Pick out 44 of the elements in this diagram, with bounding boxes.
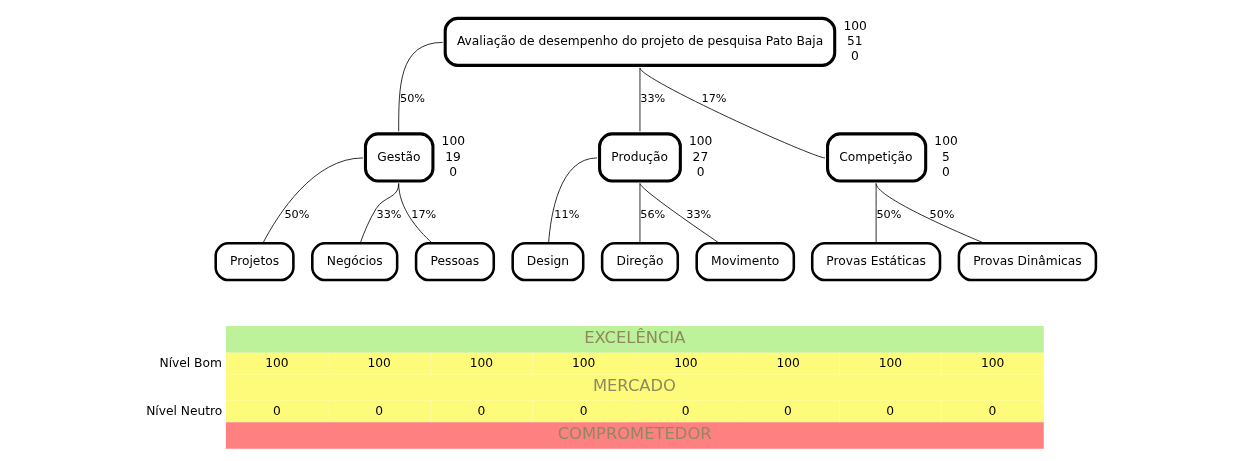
edge-label: 50% (876, 207, 902, 221)
label: 0 (681, 403, 690, 418)
edge-label: 50% (400, 91, 425, 105)
edge-label: 17% (411, 207, 437, 221)
label: 0 (272, 403, 281, 418)
node-label: 100 (441, 134, 466, 149)
node-label: 100 (843, 18, 867, 33)
edge-label: 33% (686, 207, 712, 221)
edge-label: 50% (929, 207, 955, 221)
label: 100 (469, 355, 494, 370)
node-label: 19 (445, 149, 461, 164)
node-label: 0 (696, 164, 705, 179)
label: 0 (477, 403, 486, 418)
label: 100 (265, 355, 289, 370)
label: 0 (375, 403, 383, 418)
label: Nível Neutro (146, 403, 223, 418)
node-label: 100 (689, 134, 713, 149)
edge-label: 17% (701, 91, 727, 105)
node-label: 0 (942, 164, 950, 179)
edge-label: 11% (554, 207, 580, 221)
label: 100 (367, 355, 391, 370)
edge-label: 56% (640, 207, 666, 221)
node-label: 100 (934, 134, 958, 149)
edge-label: 33% (376, 207, 402, 221)
label: MERCADO (592, 376, 676, 396)
node-label: 5 (942, 149, 950, 164)
label: 0 (579, 403, 588, 418)
label: EXCELÊNCIA (584, 328, 686, 348)
label: 100 (878, 355, 903, 370)
label: 100 (776, 355, 800, 370)
label: 0 (784, 403, 792, 418)
label: 0 (886, 403, 895, 418)
label: 100 (674, 355, 698, 370)
node-label: 51 (846, 34, 863, 49)
node-label: 0 (449, 164, 458, 179)
node-label: 0 (851, 49, 859, 64)
label: Nível Bom (159, 355, 222, 370)
label: COMPROMETEDOR (557, 424, 712, 444)
edge-label: 50% (284, 207, 310, 221)
label: 100 (571, 355, 596, 370)
label: 100 (980, 355, 1005, 370)
edge-label: 33% (640, 91, 666, 105)
label: 0 (988, 403, 997, 418)
node-label: 27 (692, 149, 709, 164)
